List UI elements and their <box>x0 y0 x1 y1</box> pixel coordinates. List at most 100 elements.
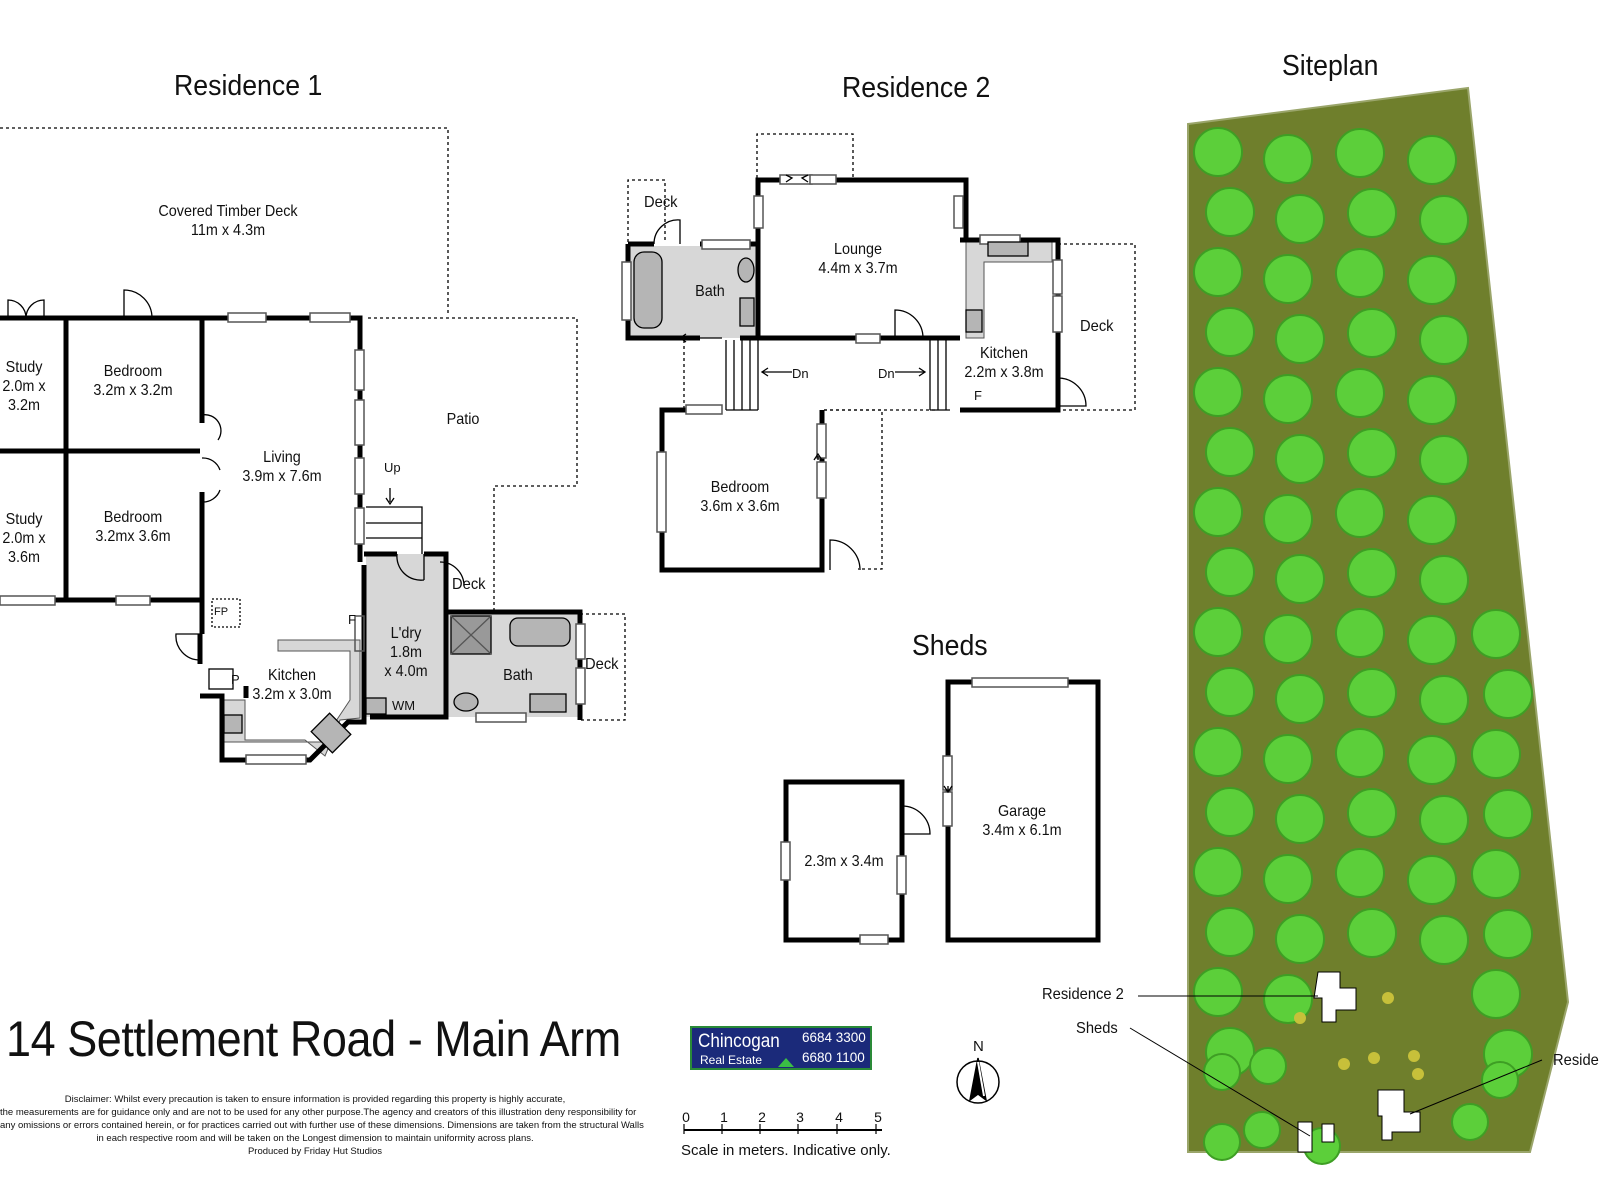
down-right-label: Dn <box>878 366 895 381</box>
laundry-fill <box>366 554 444 717</box>
tree-icon <box>1205 427 1255 477</box>
residence-1-windows <box>0 312 586 765</box>
north-arrow-icon <box>956 1057 1000 1104</box>
scale-tick-label: 1 <box>720 1109 728 1125</box>
shed-label: 2.3m x 3.4m <box>804 853 884 870</box>
patio-steps <box>366 488 423 554</box>
tree-icon <box>1483 669 1533 719</box>
tree-icon <box>1243 1111 1281 1149</box>
residence-2-heading: Residence 2 <box>842 72 991 104</box>
tree-icon <box>1471 969 1521 1019</box>
agency-logo: Chincogan Real Estate 6684 3300 6680 110… <box>690 1026 872 1070</box>
mountain-icon <box>778 1058 794 1067</box>
study-2-label: Study 2.0m x 3.6m <box>2 511 46 566</box>
tree-icon <box>1193 727 1243 777</box>
tree-icon <box>1205 307 1255 357</box>
credit-line: Produced by Friday Hut Studios <box>247 1146 383 1157</box>
lounge-label: Lounge 4.4m x 3.7m <box>818 241 898 277</box>
disclaimer-text: Disclaimer: Whilst every precaution is t… <box>0 1093 644 1158</box>
tree-icon <box>1419 675 1469 725</box>
tree-icon <box>1407 255 1457 305</box>
tree-icon <box>1419 555 1469 605</box>
scale-tick-label: 0 <box>682 1109 690 1125</box>
sheds-heading: Sheds <box>912 630 988 662</box>
siteplan-residence-1-label: Reside <box>1553 1052 1599 1069</box>
logo-subtitle-text: Real Estate <box>700 1053 763 1067</box>
tree-icon <box>1419 915 1469 965</box>
tree-icon <box>1263 854 1313 904</box>
tree-icon <box>1347 428 1397 478</box>
tree-icon <box>1335 848 1385 898</box>
tree-icon <box>1275 554 1325 604</box>
residence-1-plan <box>0 127 626 765</box>
tree-icon <box>1263 494 1313 544</box>
property-address: 14 Settlement Road - Main Arm <box>6 1011 621 1067</box>
tree-icon <box>1263 374 1313 424</box>
tree-icon <box>1407 735 1457 785</box>
tree-icon <box>1407 615 1457 665</box>
tree-icon <box>1203 1053 1241 1091</box>
kitchen-1-label: Kitchen 3.2m x 3.0m <box>252 667 332 703</box>
tree-icon <box>1347 908 1397 958</box>
kitchen-2-label: Kitchen 2.2m x 3.8m <box>964 345 1044 381</box>
tree-icon <box>1335 128 1385 178</box>
siteplan-residence-2-label: Residence 2 <box>1042 986 1124 1003</box>
tree-icon <box>1347 788 1397 838</box>
tree-icon <box>1347 188 1397 238</box>
tree-icon <box>1347 308 1397 358</box>
tree-icon <box>1471 849 1521 899</box>
garage-label: Garage 3.4m x 6.1m <box>982 803 1062 839</box>
living-label: Living 3.9m x 7.6m <box>242 449 322 485</box>
tree-icon <box>1275 914 1325 964</box>
fireplace-label: FP <box>214 606 229 618</box>
tree-icon <box>1471 729 1521 779</box>
tree-icon <box>1193 487 1243 537</box>
tree-icon <box>1205 907 1255 957</box>
tree-icon <box>1203 1123 1241 1161</box>
tree-icon <box>1263 134 1313 184</box>
residence-1-fixtures <box>208 598 571 754</box>
bedroom-2-label: Bedroom 3.2mx 3.6m <box>95 509 171 545</box>
tree-icon <box>1451 1103 1489 1141</box>
tree-icon <box>1263 974 1313 1024</box>
scale-tick-label: 4 <box>835 1109 843 1125</box>
logo-phone-2: 6680 1100 <box>802 1050 865 1065</box>
tree-icon <box>1193 967 1243 1017</box>
fridge-1-label: F <box>348 612 356 627</box>
tree-icon <box>1419 435 1469 485</box>
logo-phone-1: 6684 3300 <box>802 1030 866 1045</box>
siteplan-map <box>1129 86 1570 1165</box>
residence-1-heading: Residence 1 <box>174 70 323 102</box>
tree-icon <box>1275 434 1325 484</box>
study-1-label: Study 2.0m x 3.2m <box>2 359 46 414</box>
pantry-label: P <box>231 672 240 687</box>
logo-brand-text: Chincogan <box>698 1031 780 1052</box>
bedroom-1-label: Bedroom 3.2m x 3.2m <box>93 363 173 399</box>
tree-icon <box>1483 909 1533 959</box>
tree-icon <box>1335 728 1385 778</box>
tree-icon <box>1347 668 1397 718</box>
tree-icon <box>1263 614 1313 664</box>
tree-icon <box>1407 135 1457 185</box>
tree-icon <box>1249 1047 1287 1085</box>
tree-icon <box>1481 1061 1519 1099</box>
tree-icon <box>1407 375 1457 425</box>
tree-icon <box>1205 187 1255 237</box>
tree-icon <box>1193 607 1243 657</box>
tree-icon <box>1275 794 1325 844</box>
tree-icon <box>1275 194 1325 244</box>
tree-icon <box>1471 609 1521 659</box>
deck-small-label: Deck <box>452 576 486 593</box>
scale-tick-label: 3 <box>796 1109 804 1125</box>
disclaimer-line: Disclaimer: Whilst every precaution is t… <box>64 1094 566 1105</box>
tree-icon <box>1335 488 1385 538</box>
tree-icon <box>1419 795 1469 845</box>
covered-deck-label: Covered Timber Deck 11m x 4.3m <box>158 203 298 239</box>
bath-2-label: Bath <box>695 283 725 300</box>
tree-icon <box>1407 495 1457 545</box>
tree-icon <box>1419 195 1469 245</box>
deck-right-1-label: Deck <box>585 656 619 673</box>
disclaimer-line: in each respective room and will be take… <box>96 1133 534 1144</box>
bath-1-label: Bath <box>503 667 533 684</box>
